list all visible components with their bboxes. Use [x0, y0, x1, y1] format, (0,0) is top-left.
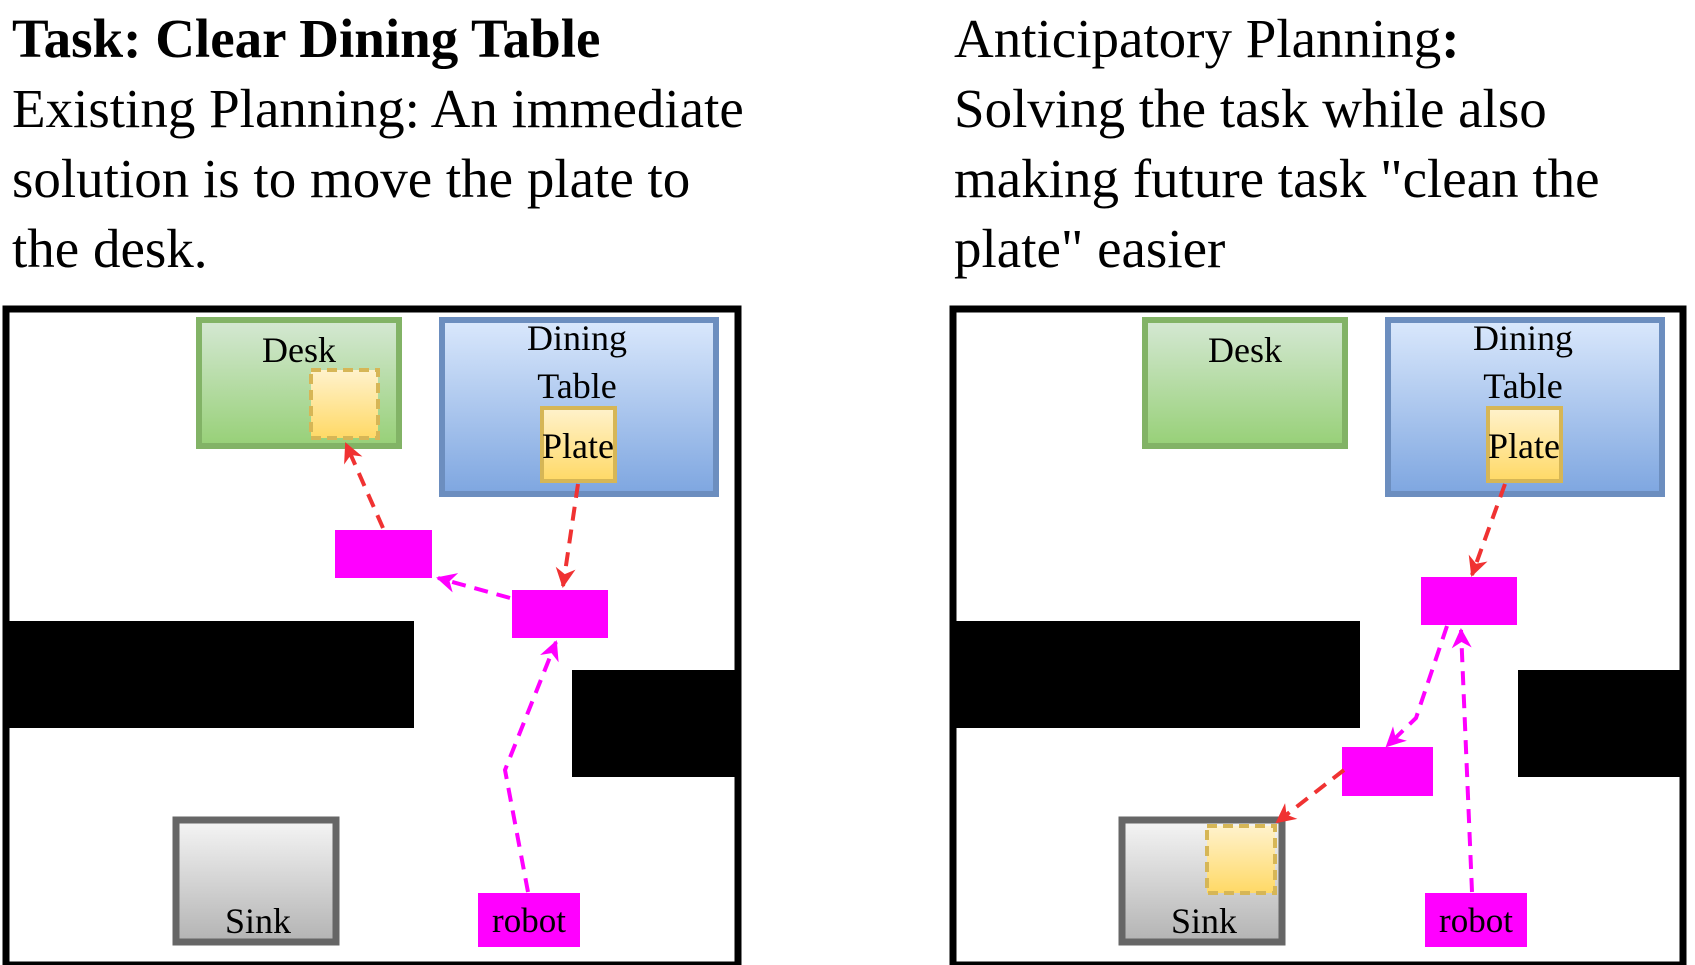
left-panel: Desk Dining Table Plate Sink robot	[2, 305, 742, 965]
right-arrow-waypoint-to-sink	[1275, 768, 1346, 824]
right-caption-line-3: plate" easier	[954, 218, 1226, 279]
right-plate-label: Plate	[1488, 426, 1560, 466]
right-desk	[1142, 317, 1348, 449]
right-heading-colon: :	[1441, 8, 1460, 69]
left-arrow-plate-to-waypoint	[555, 483, 580, 588]
left-plate	[540, 406, 617, 483]
left-wall-left	[8, 621, 414, 728]
right-desk-label: Desk	[1208, 330, 1282, 370]
right-arrow-plate-to-waypoint	[1468, 483, 1507, 577]
right-robot	[1425, 893, 1527, 947]
left-waypoint-2	[512, 590, 608, 638]
right-panel: Desk Dining Table Plate Sink robot	[949, 305, 1687, 965]
left-arrow-robot-to-waypoint	[502, 640, 559, 893]
right-wall-right	[1518, 670, 1683, 777]
left-arrow-waypoint-to-waypoint	[436, 573, 511, 600]
left-caption-line-3: the desk.	[12, 218, 208, 279]
left-robot	[478, 893, 580, 947]
right-dining-label-1: Dining	[1473, 318, 1573, 358]
right-caption: Anticipatory Planning: Solving the task …	[954, 4, 1695, 284]
right-dining-label-2: Table	[1483, 366, 1562, 406]
left-arrow-waypoint-to-desk	[344, 442, 385, 529]
right-robot-label: robot	[1439, 901, 1513, 940]
right-waypoint-2	[1342, 747, 1433, 796]
left-dining-label-1: Dining	[527, 318, 627, 358]
left-plate-label: Plate	[542, 426, 614, 466]
right-caption-line-1: Solving the task while also	[954, 78, 1547, 139]
left-sink-label: Sink	[225, 901, 291, 941]
left-caption: Task: Clear Dining Table Existing Planni…	[12, 4, 912, 284]
right-arrow-waypoint-to-waypoint	[1385, 625, 1449, 748]
left-caption-line-1: Existing Planning: An immediate	[12, 78, 744, 139]
right-wall-left	[955, 621, 1360, 728]
right-sink-label: Sink	[1171, 901, 1237, 941]
right-arrow-robot-to-waypoint	[1451, 628, 1474, 893]
left-desk-label: Desk	[262, 330, 336, 370]
right-plate-target	[1205, 824, 1277, 895]
left-robot-label: robot	[492, 901, 566, 940]
left-caption-line-2: solution is to move the plate to	[12, 148, 691, 209]
right-heading: Anticipatory Planning	[954, 8, 1442, 69]
left-sink	[172, 816, 340, 946]
task-title: Task: Clear Dining Table	[12, 8, 601, 69]
left-dining-label-2: Table	[537, 366, 616, 406]
left-plate-target	[309, 368, 380, 440]
right-heading-line: Anticipatory Planning:	[954, 4, 1695, 74]
right-caption-line-2: making future task "clean the	[954, 148, 1600, 209]
left-wall-right	[572, 670, 737, 777]
right-waypoint-1	[1421, 577, 1517, 625]
left-waypoint-1	[335, 530, 432, 578]
right-plate	[1486, 406, 1563, 483]
